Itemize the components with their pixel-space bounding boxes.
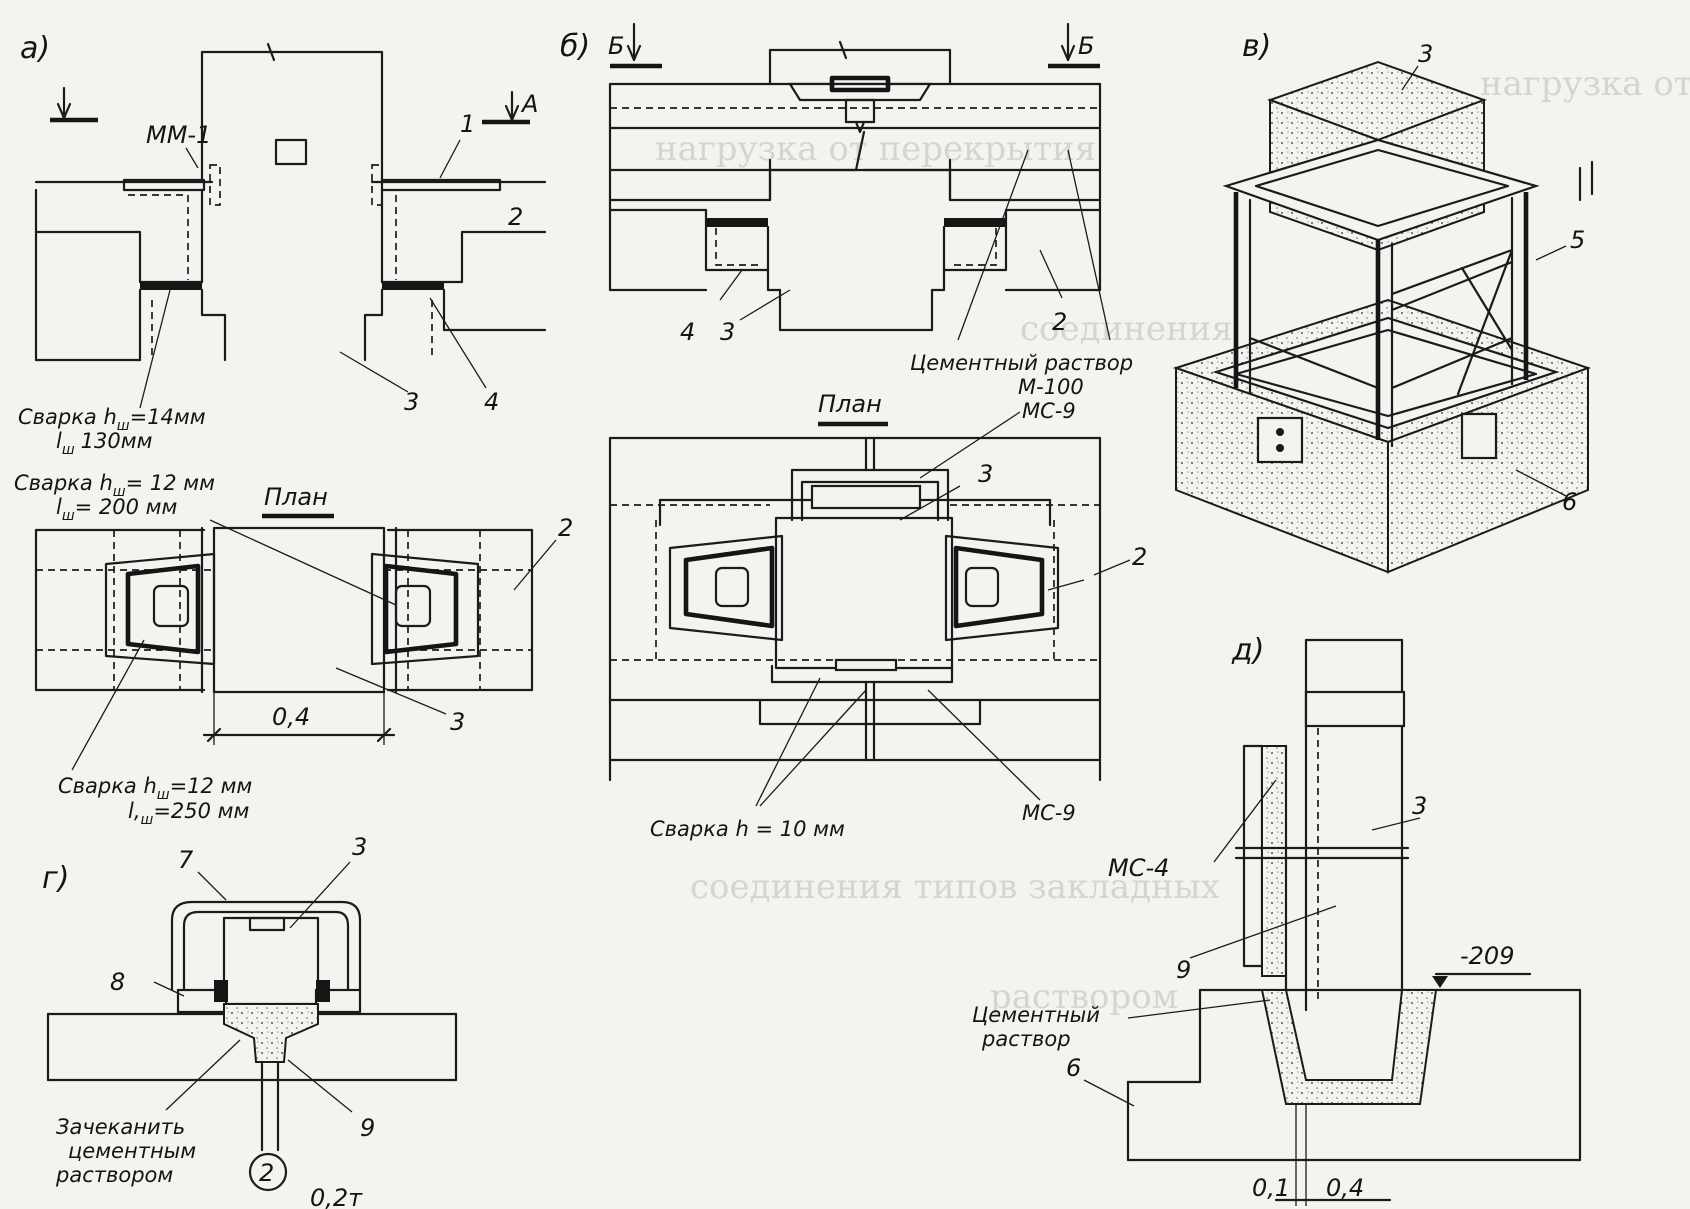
section-d-detail: д) -209 3 МС-4 9 Цементный раствор 6 bbox=[972, 633, 1582, 1206]
section-g-caulk-line-1: Зачеканить bbox=[56, 1115, 185, 1139]
section-d-mc4: МС-4 bbox=[1108, 854, 1169, 882]
section-g-label-9: 9 bbox=[360, 1114, 375, 1142]
section-a-plan-label-2: 2 bbox=[558, 514, 573, 542]
background-ghost-text: нагрузка от перекрытия нагрузка от перек… bbox=[655, 64, 1690, 1017]
section-a-mm1-label: ММ-1 bbox=[146, 121, 211, 149]
section-b-plan: План МС-9 bbox=[608, 390, 1147, 841]
section-g-trailing-note: 0,2т bbox=[310, 1184, 363, 1209]
ghost-line-2: нагрузка от перекрытия bbox=[655, 129, 1096, 169]
section-b-plan-label-3: 3 bbox=[978, 460, 993, 488]
section-d-label-6: 6 bbox=[1066, 1054, 1081, 1082]
section-a-weld-2-length: lш= 200 мм bbox=[56, 495, 178, 524]
section-b-plan-title: План bbox=[818, 390, 882, 418]
section-d-label-3: 3 bbox=[1412, 792, 1427, 820]
section-a-weld-1: Сварка hш=14мм bbox=[18, 405, 206, 434]
section-b-cut-left: Б bbox=[608, 32, 624, 60]
section-g-caulk-line-3: раствором bbox=[55, 1163, 173, 1187]
section-a-label-3: 3 bbox=[404, 388, 419, 416]
section-a-label-2: 2 bbox=[508, 203, 523, 231]
section-b-label-2: 2 bbox=[1052, 308, 1067, 336]
section-b-weld-note: Сварка h = 10 мм bbox=[650, 817, 845, 841]
section-b-mc9-bottom: МС-9 bbox=[1022, 801, 1076, 825]
section-b-mortar-note: Цементный раствор bbox=[910, 351, 1133, 375]
section-g-label-8: 8 bbox=[110, 968, 125, 996]
section-g-detail: г) 7 3 8 9 2 Зачеканить цементным раст bbox=[42, 833, 458, 1209]
section-d-dimension-1: 0,1 bbox=[1252, 1174, 1290, 1202]
ghost-line-1: нагрузка от перекрытия bbox=[1480, 64, 1690, 104]
section-d-level: -209 bbox=[1460, 942, 1514, 970]
section-g-caulk-line-2: цементным bbox=[68, 1139, 196, 1163]
section-d-mortar-line-2: раствор bbox=[981, 1027, 1071, 1051]
section-a-weld-3-length: l,ш=250 мм bbox=[128, 799, 250, 828]
section-a-weld-2: Сварка hш= 12 мм bbox=[14, 471, 215, 500]
section-b-elevation: б) Б Б bbox=[560, 22, 1133, 399]
section-a-plan-label-3: 3 bbox=[450, 708, 465, 736]
section-b-label-3: 3 bbox=[720, 318, 735, 346]
section-b-label-4: 4 bbox=[680, 318, 695, 346]
section-b-letter: б) bbox=[560, 29, 590, 64]
section-a-plan-title: План bbox=[264, 483, 328, 511]
section-a-label-4: 4 bbox=[484, 388, 499, 416]
section-g-letter: г) bbox=[42, 861, 69, 896]
section-g-label-3: 3 bbox=[352, 833, 367, 861]
section-g-label-7: 7 bbox=[178, 846, 194, 874]
section-b-mortar-grade: М-100 bbox=[1018, 375, 1084, 399]
ghost-line-3: соединения bbox=[1020, 309, 1233, 349]
section-b-mc9-top: МС-9 bbox=[1022, 399, 1076, 423]
section-v-label-5: 5 bbox=[1570, 226, 1585, 254]
section-a-weld-3: Сварка hш=12 мм bbox=[58, 774, 252, 803]
section-d-letter: д) bbox=[1231, 633, 1264, 668]
section-v-label-6: 6 bbox=[1562, 488, 1577, 516]
section-b-cut-right: Б bbox=[1078, 32, 1094, 60]
section-a-dimension: 0,4 bbox=[272, 703, 310, 731]
section-b-plan-label-2: 2 bbox=[1132, 543, 1147, 571]
section-d-mortar-line-1: Цементный bbox=[972, 1003, 1100, 1027]
ghost-line-5: раствором bbox=[990, 977, 1178, 1017]
section-a-letter: а) bbox=[20, 31, 50, 66]
section-a-cut-mark: А bbox=[520, 90, 538, 118]
section-v-letter: в) bbox=[1242, 29, 1271, 64]
section-a-plan: Сварка hш= 12 мм lш= 200 мм План 2 bbox=[14, 471, 573, 828]
section-a-elevation: а) А bbox=[18, 31, 547, 458]
ghost-line-4: соединения типов закладных bbox=[690, 867, 1220, 907]
section-v-isometric: в) 3 5 6 bbox=[1172, 29, 1594, 574]
section-v-label-3: 3 bbox=[1418, 40, 1433, 68]
section-g-label-2: 2 bbox=[259, 1159, 274, 1187]
section-d-label-9: 9 bbox=[1176, 956, 1191, 984]
section-d-dimension-2: 0,4 bbox=[1326, 1174, 1364, 1202]
section-a-label-1: 1 bbox=[460, 110, 475, 138]
